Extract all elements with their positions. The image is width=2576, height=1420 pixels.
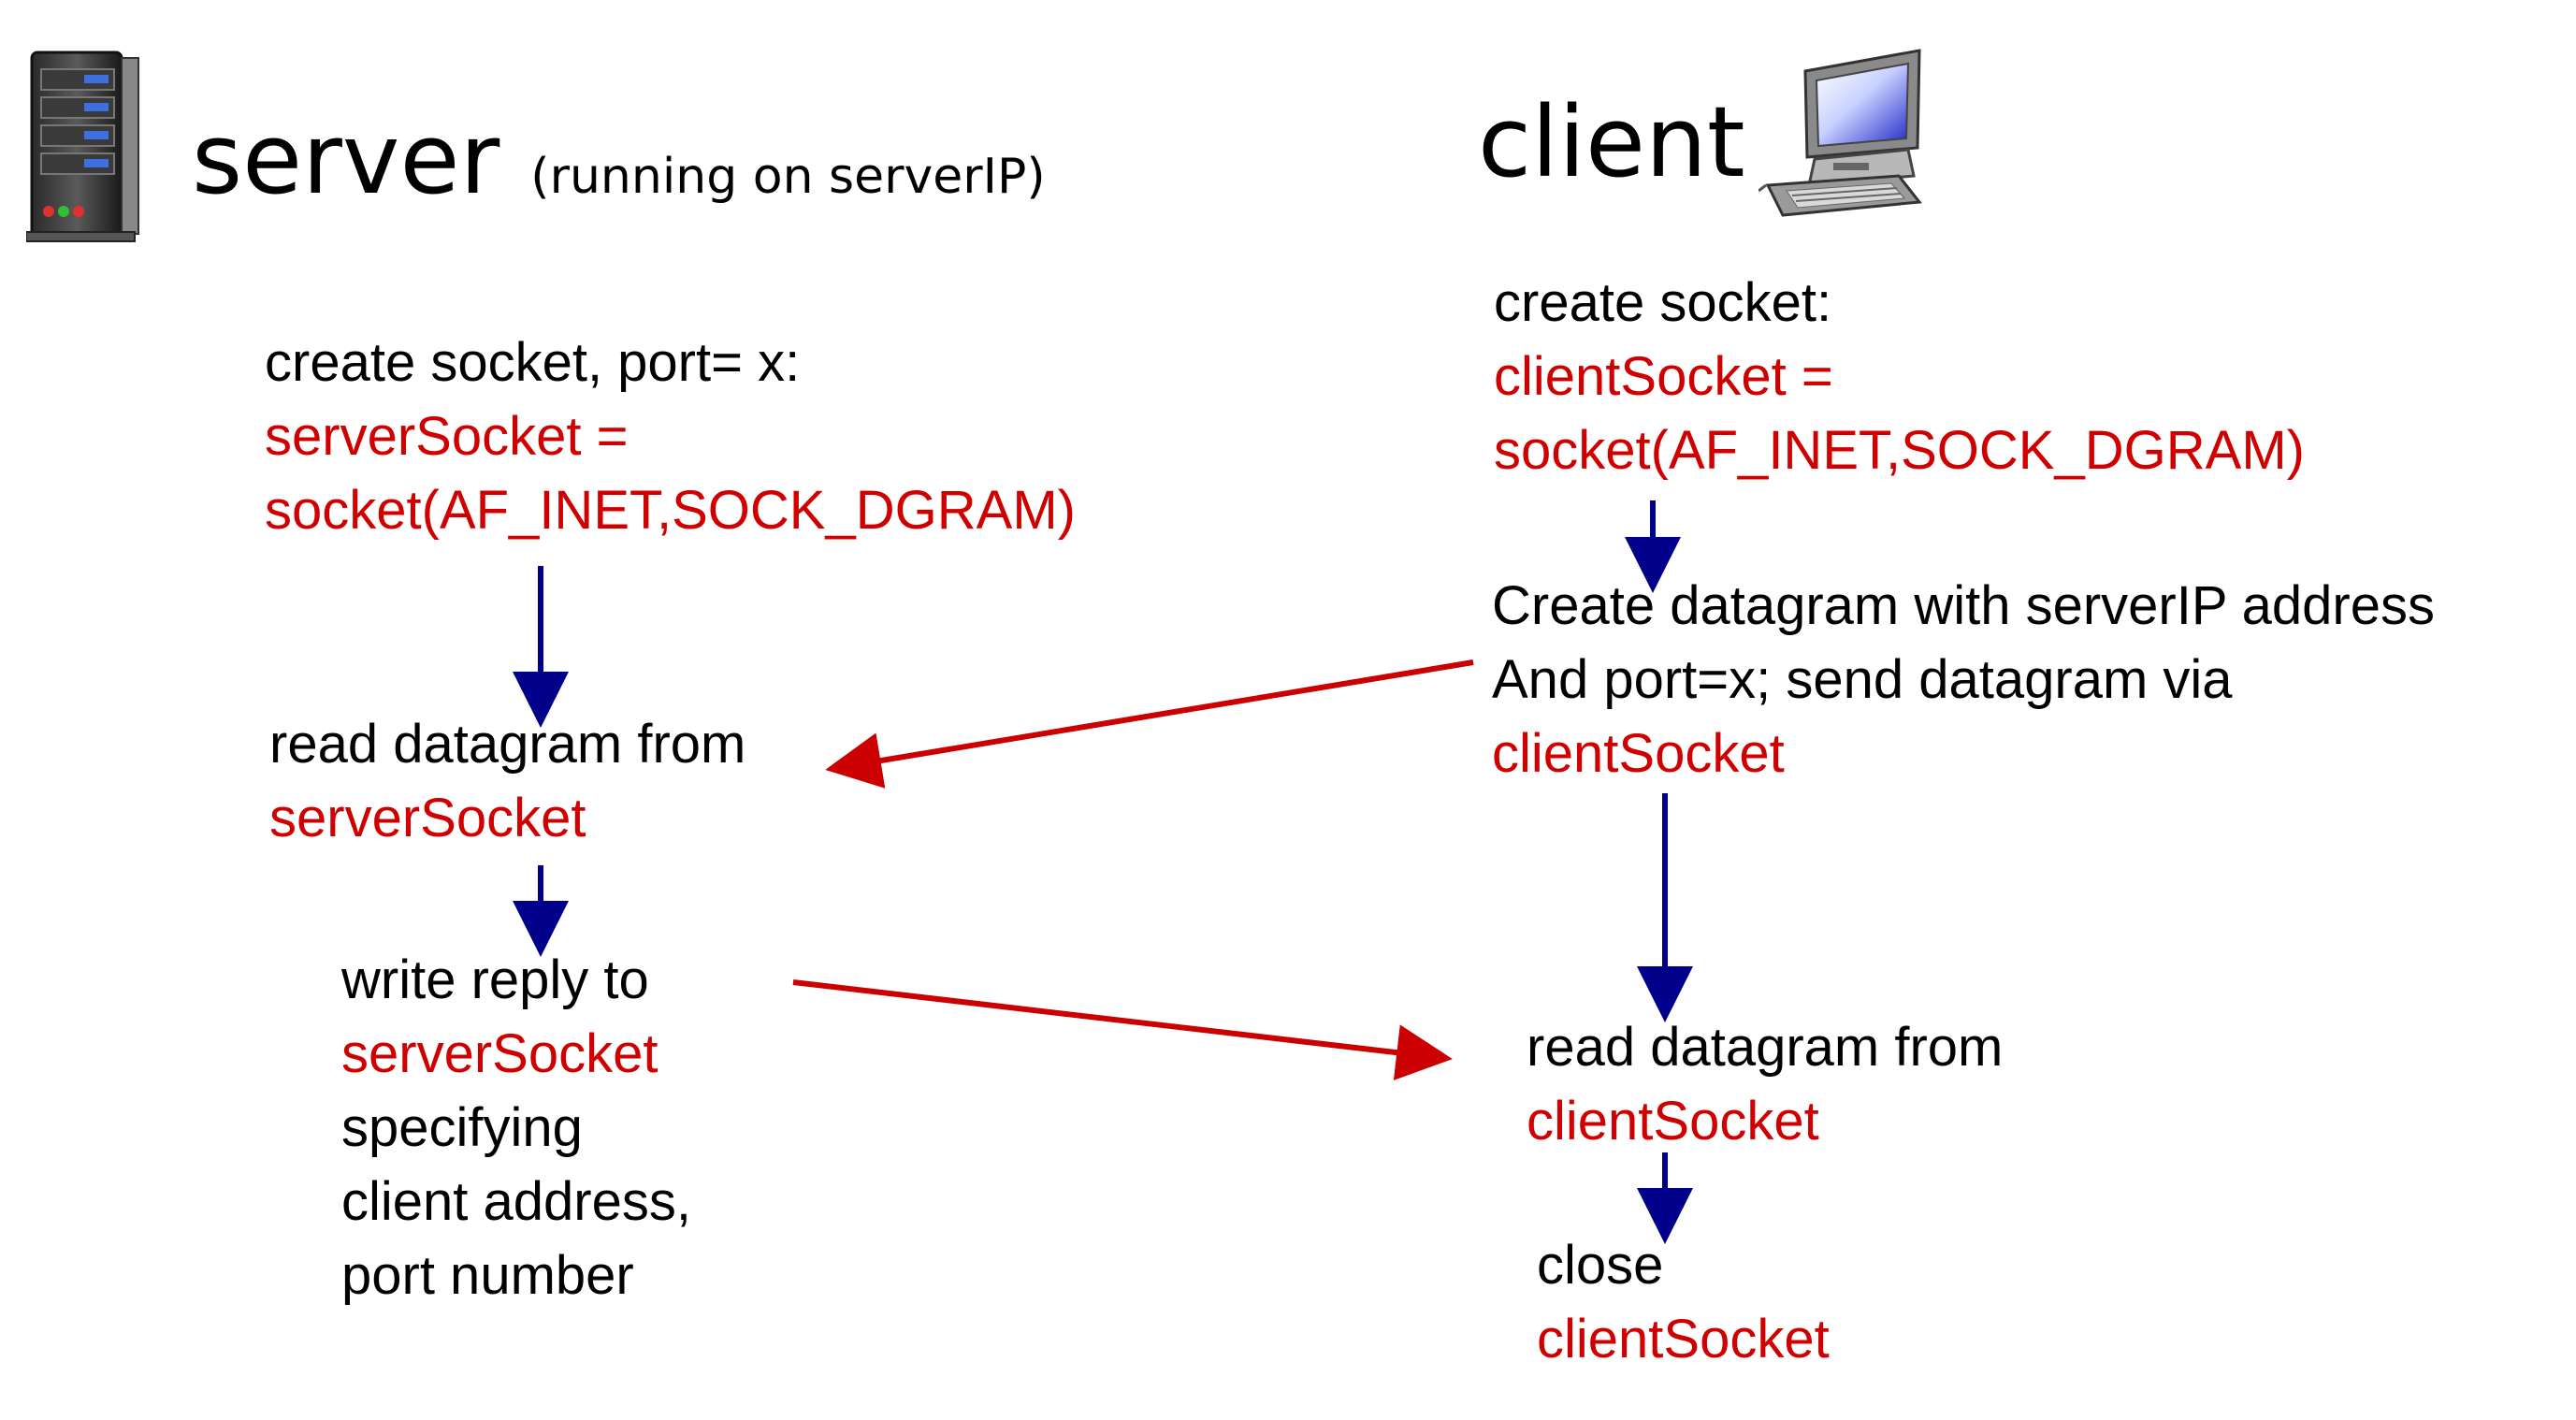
client-send-block: Create datagram with serverIP address An… xyxy=(1492,569,2435,790)
client-create-socket-block: create socket: clientSocket = socket(AF_… xyxy=(1494,266,2305,487)
client-read-label: read datagram from xyxy=(1527,1017,2004,1078)
server-create-label: create socket, port= x: xyxy=(265,332,801,393)
server-create-code-1: serverSocket = xyxy=(265,406,629,467)
client-create-code-2: socket(AF_INET,SOCK_DGRAM) xyxy=(1494,420,2305,481)
arrow-client-to-server-datagram xyxy=(825,659,1474,789)
server-read-block: read datagram from serverSocket xyxy=(269,707,745,855)
client-read-code: clientSocket xyxy=(1527,1091,1819,1152)
client-title: client xyxy=(1478,85,1745,199)
server-tower-icon xyxy=(26,51,139,242)
client-send-code: clientSocket xyxy=(1492,723,1785,784)
server-header: server (running on serverIP) xyxy=(192,103,1046,233)
server-write-block: write reply to serverSocket specifying c… xyxy=(341,943,691,1312)
client-close-label: close xyxy=(1537,1235,1664,1296)
client-create-code-1: clientSocket = xyxy=(1494,346,1833,407)
server-read-label: read datagram from xyxy=(269,714,746,775)
server-read-code: serverSocket xyxy=(269,788,586,848)
client-send-line-1: Create datagram with serverIP address xyxy=(1492,575,2435,636)
arrow-server-to-client-reply xyxy=(792,979,1453,1080)
client-read-block: read datagram from clientSocket xyxy=(1527,1010,2003,1158)
server-note: (running on serverIP) xyxy=(530,149,1046,205)
server-write-line-3: client address, xyxy=(341,1171,691,1232)
server-write-line-1: write reply to xyxy=(341,949,649,1010)
client-close-code: clientSocket xyxy=(1537,1309,1830,1369)
server-write-line-2: specifying xyxy=(341,1097,583,1158)
server-write-line-4: port number xyxy=(341,1245,634,1306)
server-create-socket-block: create socket, port= x: serverSocket = s… xyxy=(265,326,1076,547)
server-create-code-2: socket(AF_INET,SOCK_DGRAM) xyxy=(265,480,1076,541)
client-send-line-2: And port=x; send datagram via xyxy=(1492,649,2233,710)
client-close-block: close clientSocket xyxy=(1537,1228,1830,1376)
client-create-label: create socket: xyxy=(1494,272,1832,333)
desktop-computer-icon xyxy=(1758,49,1922,217)
server-title: server xyxy=(192,102,500,216)
server-write-code: serverSocket xyxy=(341,1023,658,1084)
